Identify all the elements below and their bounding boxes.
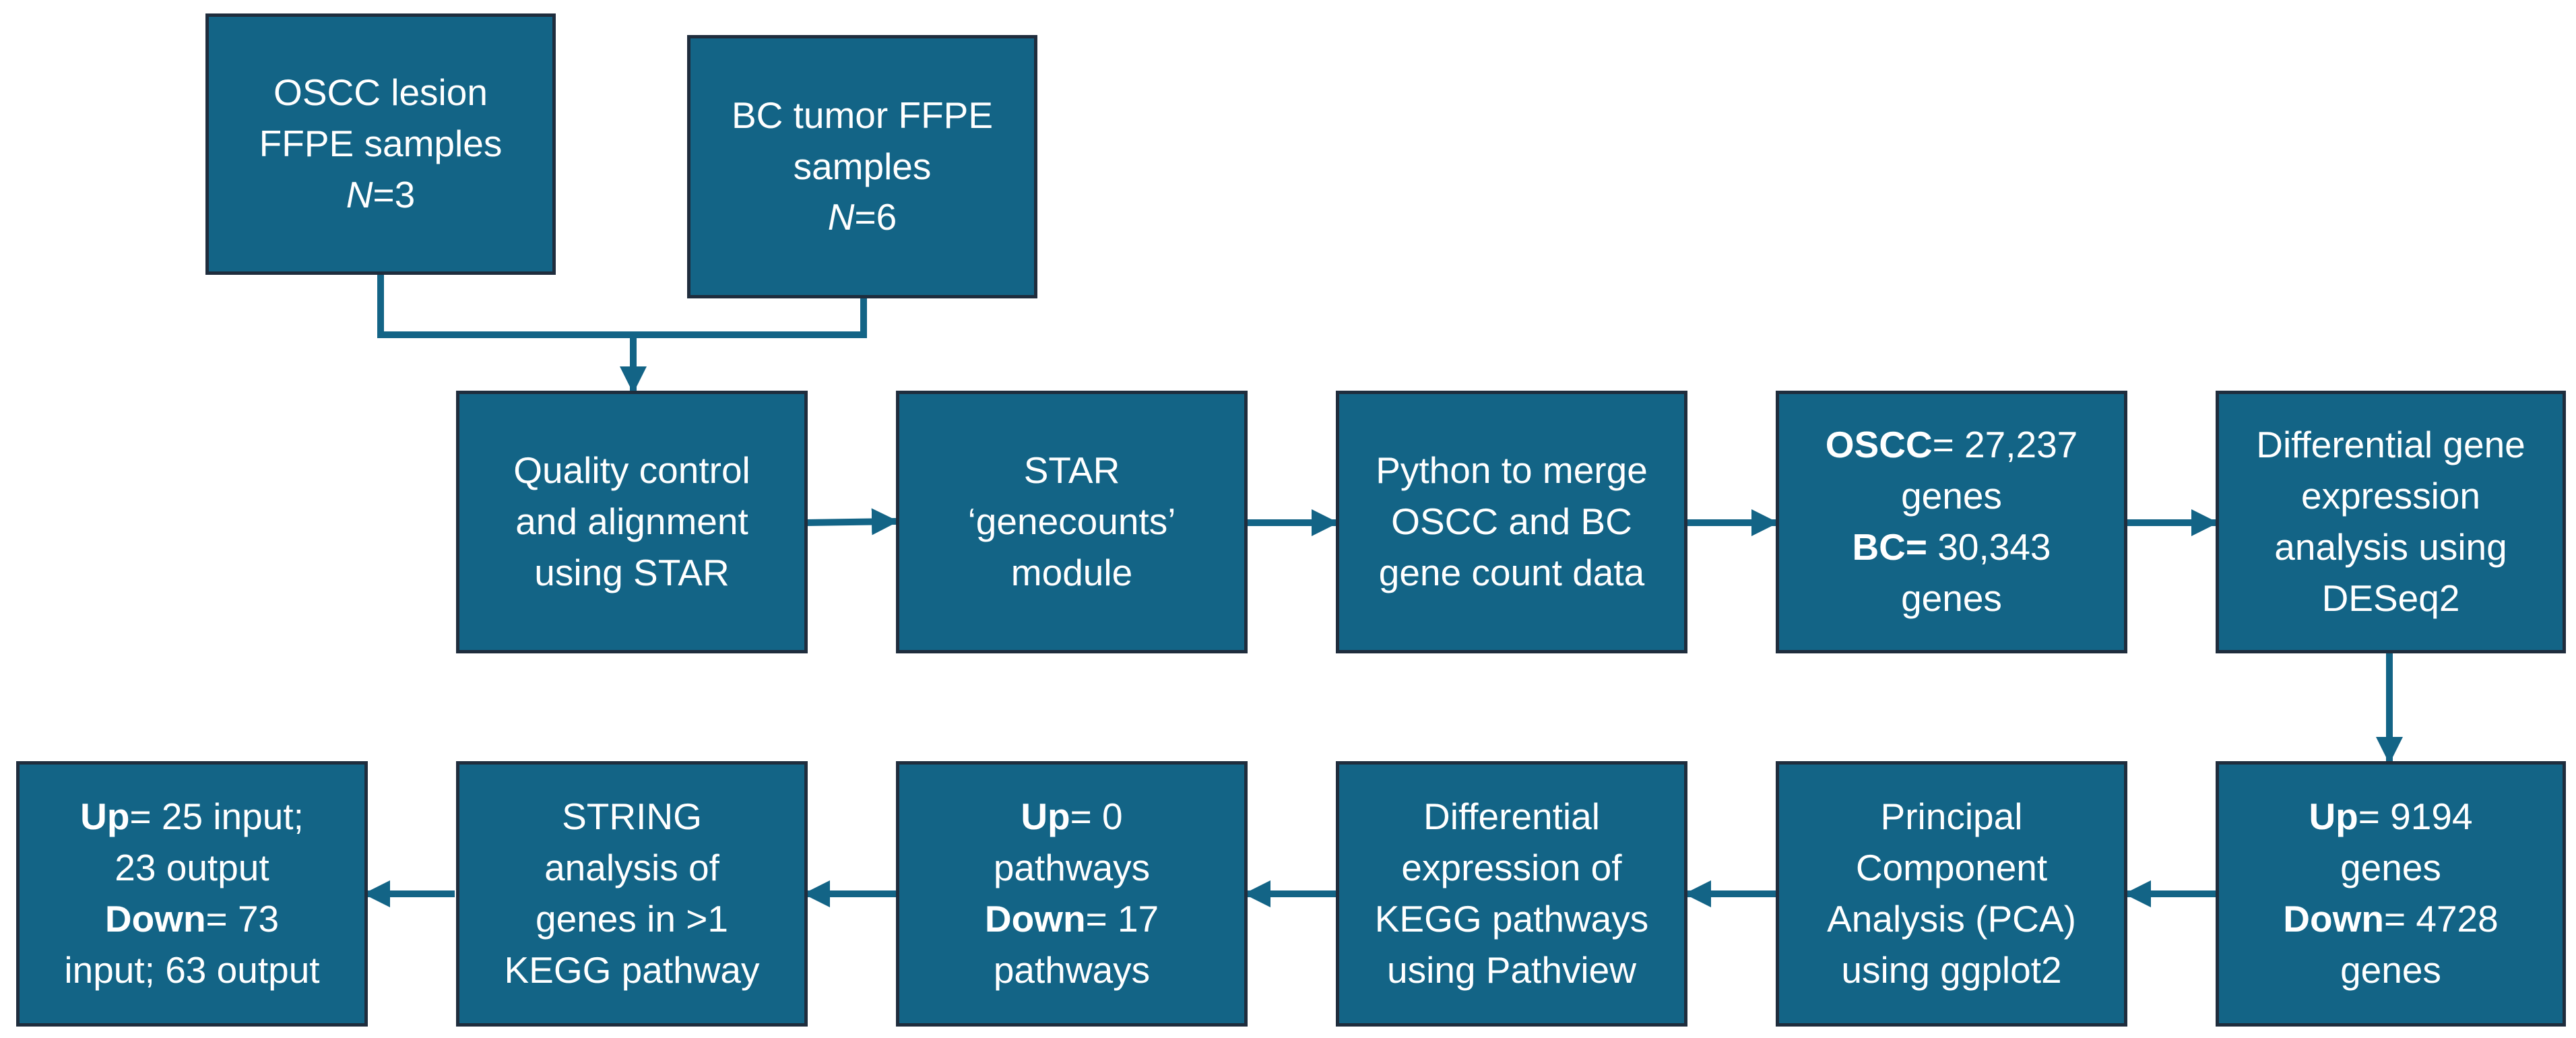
up-value: = 0 [1070, 796, 1123, 838]
down-value: = 4728 [2383, 898, 2499, 940]
n-symbol: N [346, 173, 373, 216]
pathway-counts-box: Up= 0 pathways Down= 17 pathways [896, 761, 1248, 1027]
down-label: Down [984, 898, 1086, 940]
qc-line1: Quality control [513, 449, 750, 492]
up-label: Up [2309, 796, 2358, 838]
up-value: = 9194 [2358, 796, 2473, 838]
oscc-samples-line2: FFPE samples [259, 123, 503, 165]
deseq2-box: Differential gene expression analysis us… [2216, 391, 2566, 653]
bc-unit: genes [1901, 577, 2002, 619]
deseq2-line4: DESeq2 [2321, 577, 2460, 619]
oscc-value: = 27,237 [1932, 424, 2078, 466]
down-label: Down [2283, 898, 2384, 940]
pathview-line2: expression of [1401, 847, 1622, 889]
string-results-box: Up= 25 input; 23 output Down= 73 input; … [16, 761, 368, 1027]
down-output: input; 63 output [64, 948, 320, 991]
qc-to-star-arrow [805, 508, 899, 536]
down-genes-io: Down= 73 [64, 894, 319, 945]
star-genecounts-box: STAR ‘genecounts’ module [896, 391, 1248, 653]
bc-gene-total: BC= 30,343 [1826, 522, 2078, 573]
pca-line1: Principal [1880, 796, 2023, 838]
bc-label: BC= [1852, 526, 1928, 568]
up-value: = 25 input; [129, 796, 304, 838]
string-line2: analysis of [544, 847, 719, 889]
up-unit: pathways [993, 847, 1151, 889]
down-value: = 73 [205, 898, 280, 940]
up-label: Up [80, 796, 130, 838]
star-line2: ‘genecounts’ [967, 500, 1176, 543]
deg-counts-box: Up= 9194 genes Down= 4728 genes [2216, 761, 2566, 1027]
oscc-unit: genes [1901, 475, 2002, 517]
pathview-line3: KEGG pathways [1374, 898, 1649, 940]
up-genes-io: Up= 25 input; [64, 791, 319, 843]
bc-value: 30,343 [1927, 526, 2051, 568]
pathview-line4: using Pathview [1387, 948, 1636, 991]
deseq2-line1: Differential gene [2256, 424, 2525, 466]
string-line1: STRING [562, 796, 702, 838]
merge-connector [377, 273, 867, 338]
oscc-gene-total: OSCC= 27,237 [1826, 420, 2078, 471]
oscc-sample-count: N=3 [259, 170, 503, 221]
down-unit: pathways [993, 948, 1151, 991]
pathview-box: Differential expression of KEGG pathways… [1336, 761, 1687, 1027]
down-value: = 17 [1085, 898, 1159, 940]
string-line3: genes in >1 [536, 898, 728, 940]
n-symbol: N [827, 196, 855, 238]
star-line3: module [1010, 551, 1133, 593]
bc-sample-count: N=6 [732, 192, 993, 243]
pca-line2: Component [1855, 847, 2048, 889]
bc-samples-line1: BC tumor FFPE [731, 94, 994, 136]
string-analysis-box: STRING analysis of genes in >1 KEGG path… [456, 761, 808, 1027]
deseq2-line3: analysis using [2274, 526, 2507, 568]
down-pathways: Down= 17 [985, 894, 1159, 945]
python-line2: OSCC and BC [1391, 500, 1632, 543]
python-merge-box: Python to merge OSCC and BC gene count d… [1336, 391, 1687, 653]
n-value: =6 [854, 196, 897, 238]
down-unit: genes [2340, 948, 2441, 991]
gene-totals-box: OSCC= 27,237 genes BC= 30,343 genes [1776, 391, 2127, 653]
pathview-line1: Differential [1423, 796, 1600, 838]
oscc-label: OSCC [1825, 424, 1933, 466]
up-genes: Up= 9194 [2283, 791, 2498, 843]
down-genes: Down= 4728 [2283, 894, 2498, 945]
qc-line3: using STAR [534, 551, 730, 593]
pca-box: Principal Component Analysis (PCA) using… [1776, 761, 2127, 1027]
up-pathways: Up= 0 [985, 791, 1159, 843]
oscc-samples-box: OSCC lesion FFPE samples N=3 [205, 13, 556, 275]
down-label: Down [104, 898, 206, 940]
deseq2-line2: expression [2301, 475, 2480, 517]
up-output: 23 output [115, 847, 269, 889]
up-label: Up [1021, 796, 1070, 838]
n-value: =3 [373, 173, 416, 216]
oscc-samples-line1: OSCC lesion [273, 71, 488, 114]
qc-line2: and alignment [515, 500, 748, 543]
pca-line3: Analysis (PCA) [1827, 898, 2076, 940]
pca-line4: using ggplot2 [1841, 948, 2062, 991]
star-line1: STAR [1023, 449, 1120, 492]
bc-samples-line2: samples [793, 145, 932, 187]
python-line3: gene count data [1378, 551, 1645, 593]
qc-alignment-box: Quality control and alignment using STAR [456, 391, 808, 653]
bc-samples-box: BC tumor FFPE samples N=6 [687, 35, 1037, 298]
string-line4: KEGG pathway [504, 948, 760, 991]
python-line1: Python to merge [1376, 449, 1648, 492]
up-unit: genes [2340, 847, 2441, 889]
